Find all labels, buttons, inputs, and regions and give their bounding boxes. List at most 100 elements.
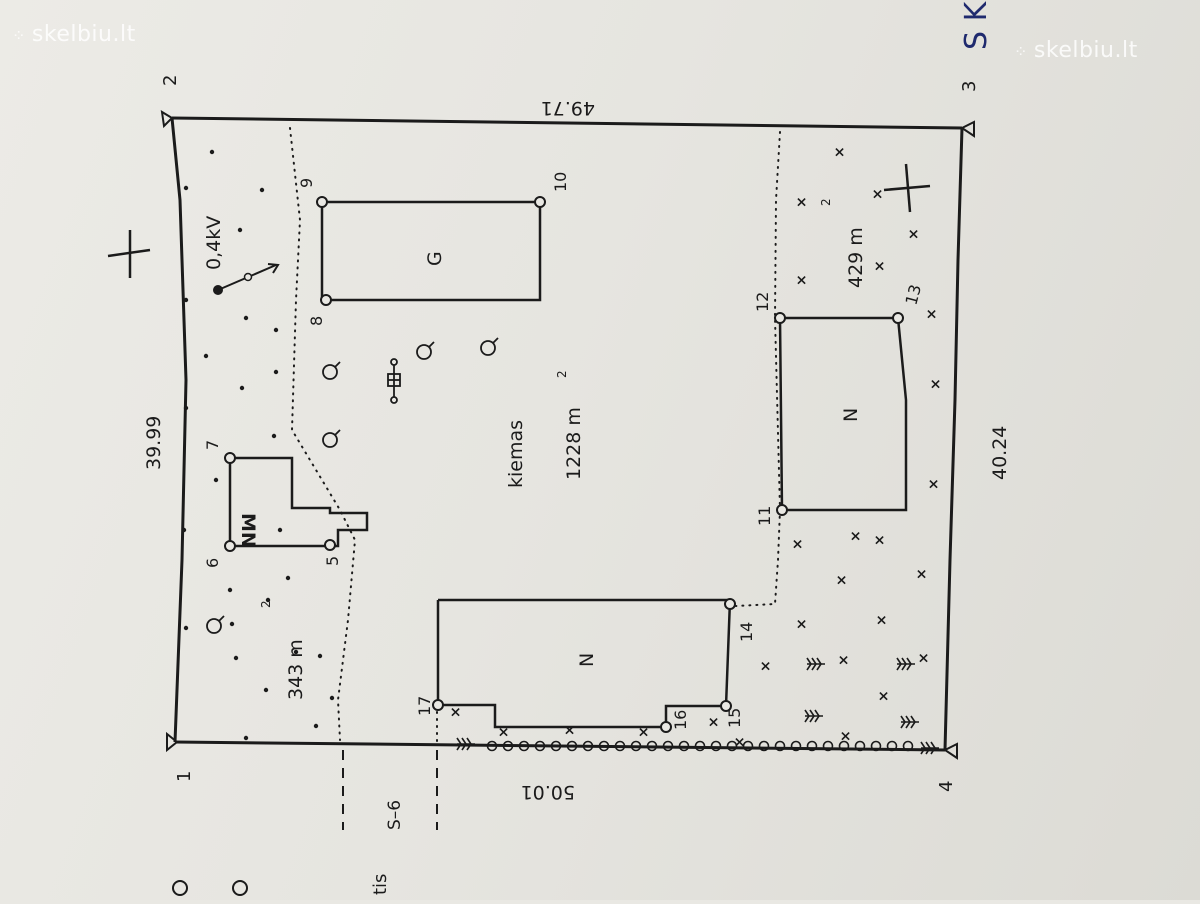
shrub-icon: × <box>924 308 940 320</box>
reference-cross-bottom <box>883 163 931 213</box>
lawn-dot <box>265 597 271 603</box>
shrub-icon: × <box>906 228 922 240</box>
dimension-bottom: 40.24 <box>989 426 1011 480</box>
lawn-dot <box>317 653 323 659</box>
hedge-plant <box>854 740 866 752</box>
point-marker-16 <box>660 721 672 733</box>
lawn-dot <box>271 433 277 439</box>
conifer-icon <box>806 657 825 671</box>
lawn-dot <box>183 405 189 411</box>
hedge-plant <box>486 740 498 752</box>
shrub-icon: × <box>636 726 652 738</box>
hedge-plant <box>838 740 850 752</box>
shrub-icon: × <box>838 730 854 742</box>
lawn-dot <box>263 687 269 693</box>
hedge-plant <box>630 740 642 752</box>
shrub-icon: × <box>874 614 890 626</box>
left-strip-area-exponent: 2 <box>259 600 273 608</box>
shrub-icon: × <box>562 724 578 736</box>
lawn-dot <box>239 385 245 391</box>
shrub-icon: × <box>872 534 888 546</box>
shrub-icon: × <box>872 260 888 272</box>
tree-icon <box>480 337 499 356</box>
hedge-plant <box>710 740 722 752</box>
conifer-symbols <box>456 657 939 755</box>
yard-area-label: 1228 m <box>563 407 585 480</box>
conifer-icon <box>900 715 919 729</box>
watermark-top-right: ⁘skelbiu.lt <box>1014 38 1138 63</box>
shrub-icon: × <box>448 706 464 718</box>
point-marker-9 <box>316 196 328 208</box>
servitude-label: S–6 <box>385 800 405 830</box>
conifer-icon <box>920 741 939 755</box>
hedge-plant <box>598 740 610 752</box>
conifer-icon <box>896 657 915 671</box>
margin-text-bottom: tis <box>370 874 391 895</box>
building-garage-label: G <box>424 251 446 266</box>
lawn-dot <box>237 227 243 233</box>
corner-marker-3 <box>960 120 975 138</box>
lawn-dot <box>285 575 291 581</box>
point-marker-10 <box>534 196 546 208</box>
lawn-dot <box>183 297 189 303</box>
point-marker-5 <box>324 539 336 551</box>
corner-area-label: 429 m <box>845 227 867 288</box>
hedge-plant <box>758 740 770 752</box>
corner-label-3: 3 <box>959 81 980 92</box>
building-residence-outline <box>228 456 369 548</box>
shrub-icon: × <box>836 654 852 666</box>
shrub-icon: × <box>758 660 774 672</box>
tree-icon <box>322 361 341 380</box>
tree-symbols <box>206 337 499 634</box>
hedge-plant <box>678 740 690 752</box>
hedge-plant <box>694 740 706 752</box>
lawn-dot <box>329 695 335 701</box>
shrub-icon: × <box>706 716 722 728</box>
hedge-row <box>486 740 914 752</box>
shrub-icon: × <box>916 652 932 664</box>
lawn-dot <box>277 527 283 533</box>
corner-marker-1 <box>166 731 179 753</box>
lawn-dot <box>233 655 239 661</box>
dimension-right-top: 49.71 <box>541 97 595 119</box>
shrub-symbols: ××××××××××××××××××××××××××× <box>448 146 944 748</box>
point-marker-17 <box>432 699 444 711</box>
shrub-icon: × <box>832 146 848 158</box>
corner-label-2: 2 <box>160 75 181 86</box>
lawn-dot <box>273 327 279 333</box>
shrub-icon: × <box>794 274 810 286</box>
hedge-plant <box>902 740 914 752</box>
dimension-left-bottom: 50.01 <box>521 781 575 803</box>
point-marker-7 <box>224 452 236 464</box>
lawn-dot <box>243 735 249 741</box>
shrub-icon: × <box>794 196 810 208</box>
point-label-14: 14 <box>737 622 756 642</box>
lawn-dot <box>229 621 235 627</box>
lawn-dot <box>183 185 189 191</box>
lawn-dot <box>273 369 279 375</box>
hedge-plant <box>662 740 674 752</box>
parcel-boundary-right <box>943 127 964 751</box>
point-label-13: 13 <box>902 282 926 307</box>
lawn-dot <box>183 625 189 631</box>
shrub-icon: × <box>732 736 748 748</box>
dimension-top: 39.99 <box>143 416 165 470</box>
point-marker-6 <box>224 540 236 552</box>
point-marker-8 <box>320 294 332 306</box>
hedge-plant <box>774 740 786 752</box>
corner-marker-2 <box>160 110 174 129</box>
watermark-top-left: ⁘skelbiu.lt <box>12 22 136 47</box>
tree-icon <box>416 341 435 360</box>
point-label-10: 10 <box>551 172 570 192</box>
lawn-dot <box>259 187 265 193</box>
lawn-dot <box>213 477 219 483</box>
parcel-boundary <box>170 117 188 743</box>
reference-cross-top <box>107 230 151 278</box>
point-marker-11 <box>776 504 788 516</box>
shrub-icon: × <box>790 538 806 550</box>
hedge-plant <box>518 740 530 752</box>
point-marker-15 <box>720 700 732 712</box>
shrub-icon: × <box>914 568 930 580</box>
